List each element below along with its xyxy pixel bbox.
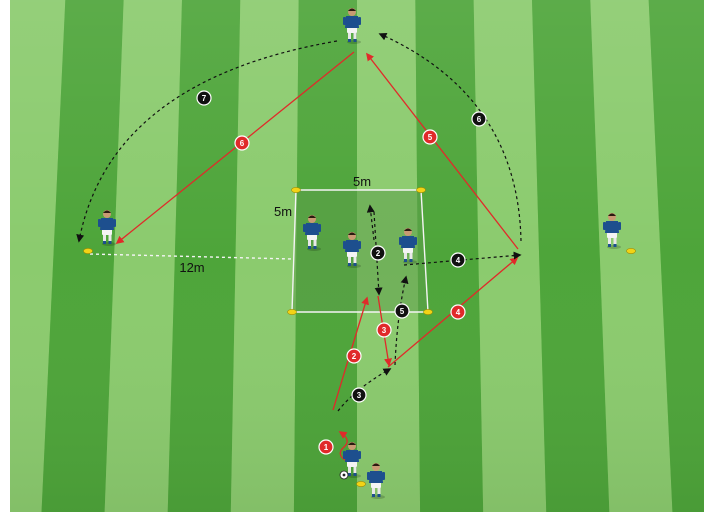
black-step-4-badge: 4 [450,252,466,268]
red-step-5-badge: 5 [422,129,438,145]
svg-text:5: 5 [400,307,405,316]
cones [83,187,636,487]
dribble-1-line [338,431,348,461]
cone-icon [287,309,297,315]
svg-text:7: 7 [202,94,207,103]
svg-text:6: 6 [477,115,482,124]
svg-text:1: 1 [324,443,329,452]
black-step-2-badge: 2 [370,245,386,261]
pass-6-line [115,51,355,245]
svg-text:6: 6 [240,139,245,148]
cone-icon [356,481,366,487]
player-icon [399,228,417,264]
pitch-stripe [707,0,714,512]
player-icon [98,210,116,246]
black-step-6-badge: 6 [471,111,487,127]
player-icon [343,232,361,268]
black-step-3-badge: 3 [351,387,367,403]
svg-text:4: 4 [456,256,461,265]
players [98,8,621,499]
distance-label: 12m [179,260,204,275]
svg-text:3: 3 [382,326,387,335]
black-step-5-badge: 5 [394,303,410,319]
run-5-line [394,275,409,366]
distance-line [89,253,293,260]
red-step-1-badge: 1 [318,439,334,455]
cone-icon [291,187,301,193]
square-top-label: 5m [353,174,371,189]
step-badges: 1 2 3 4 5 6 2 3 4 5 6 7 [196,90,487,455]
player-icon [343,8,361,44]
player-icon [303,215,321,251]
svg-text:5: 5 [428,133,433,142]
svg-text:4: 4 [456,308,461,317]
cone-icon [626,248,636,254]
player-icon [343,442,361,478]
red-step-4-badge: 4 [450,304,466,320]
player-icon [367,463,385,499]
cone-icon [423,309,433,315]
run-6-line [378,32,522,242]
run-2-down-line [373,211,383,296]
cone-icon [416,187,426,193]
run-4-line [403,251,522,266]
svg-text:2: 2 [376,249,381,258]
black-step-7-badge: 7 [196,90,212,106]
red-step-6-badge: 6 [234,135,250,151]
ball-icon [339,470,349,480]
run-7-line [76,40,338,243]
svg-text:2: 2 [352,352,357,361]
pass-5-line [366,52,519,250]
player-icon [603,213,621,249]
red-step-3-badge: 3 [376,322,392,338]
red-step-2-badge: 2 [346,348,362,364]
cone-icon [83,248,93,254]
square-side-label: 5m [274,204,292,219]
svg-text:3: 3 [357,391,362,400]
